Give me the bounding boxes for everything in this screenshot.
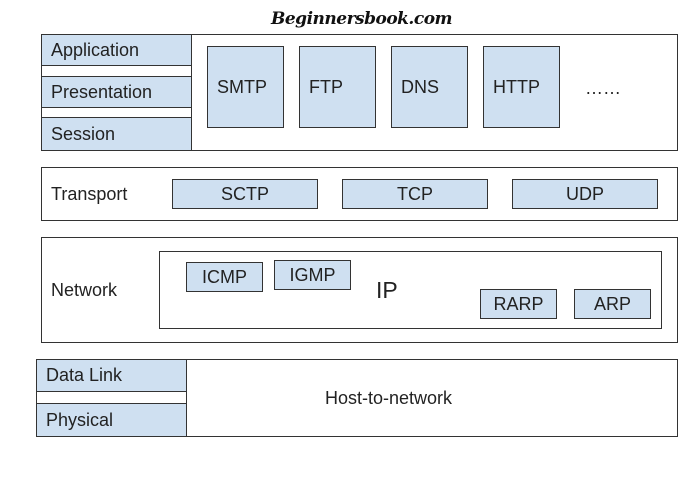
- protocol-ftp: FTP: [299, 46, 376, 128]
- layer-presentation: Presentation: [41, 76, 192, 108]
- layer-application-label: Application: [51, 39, 140, 60]
- layer-physical: Physical: [36, 403, 187, 437]
- layer-physical-label: Physical: [46, 409, 114, 430]
- layer-session: Session: [41, 117, 192, 151]
- protocol-icmp-label: ICMP: [202, 266, 247, 287]
- host-group-divider: [186, 359, 187, 437]
- host-to-network-label: Host-to-network: [325, 388, 453, 408]
- protocol-tcp: TCP: [342, 179, 488, 209]
- protocol-icmp: ICMP: [186, 262, 263, 292]
- protocol-igmp: IGMP: [274, 260, 351, 290]
- layer-application: Application: [41, 34, 192, 66]
- protocol-http: HTTP: [483, 46, 560, 128]
- layer-presentation-label: Presentation: [51, 81, 153, 102]
- application-group-divider: [191, 34, 192, 151]
- protocol-tcp-label: TCP: [397, 183, 433, 204]
- protocol-http-label: HTTP: [493, 76, 540, 97]
- protocol-arp-label: ARP: [593, 293, 631, 314]
- protocol-sctp-label: SCTP: [220, 183, 269, 204]
- protocol-rarp-label: RARP: [493, 293, 544, 314]
- layer-data-link-label: Data Link: [46, 365, 123, 385]
- more-protocols-ellipsis: ……: [585, 78, 621, 98]
- layer-data-link: Data Link: [36, 359, 187, 392]
- protocol-udp-label: UDP: [565, 183, 604, 204]
- protocol-dns: DNS: [391, 46, 468, 128]
- protocol-dns-label: DNS: [401, 76, 440, 97]
- ip-label: IP: [376, 277, 398, 303]
- transport-label: Transport: [51, 184, 128, 204]
- network-label: Network: [51, 280, 118, 300]
- protocol-udp: UDP: [512, 179, 658, 209]
- watermark-logo: Beginnersbook.com: [271, 9, 453, 29]
- protocol-igmp-label: IGMP: [289, 264, 336, 285]
- protocol-sctp: SCTP: [172, 179, 318, 209]
- protocol-ftp-label: FTP: [309, 76, 343, 97]
- protocol-arp: ARP: [574, 289, 651, 319]
- protocol-smtp: SMTP: [207, 46, 284, 128]
- layer-session-label: Session: [51, 123, 116, 144]
- protocol-rarp: RARP: [480, 289, 557, 319]
- protocol-smtp-label: SMTP: [217, 76, 268, 97]
